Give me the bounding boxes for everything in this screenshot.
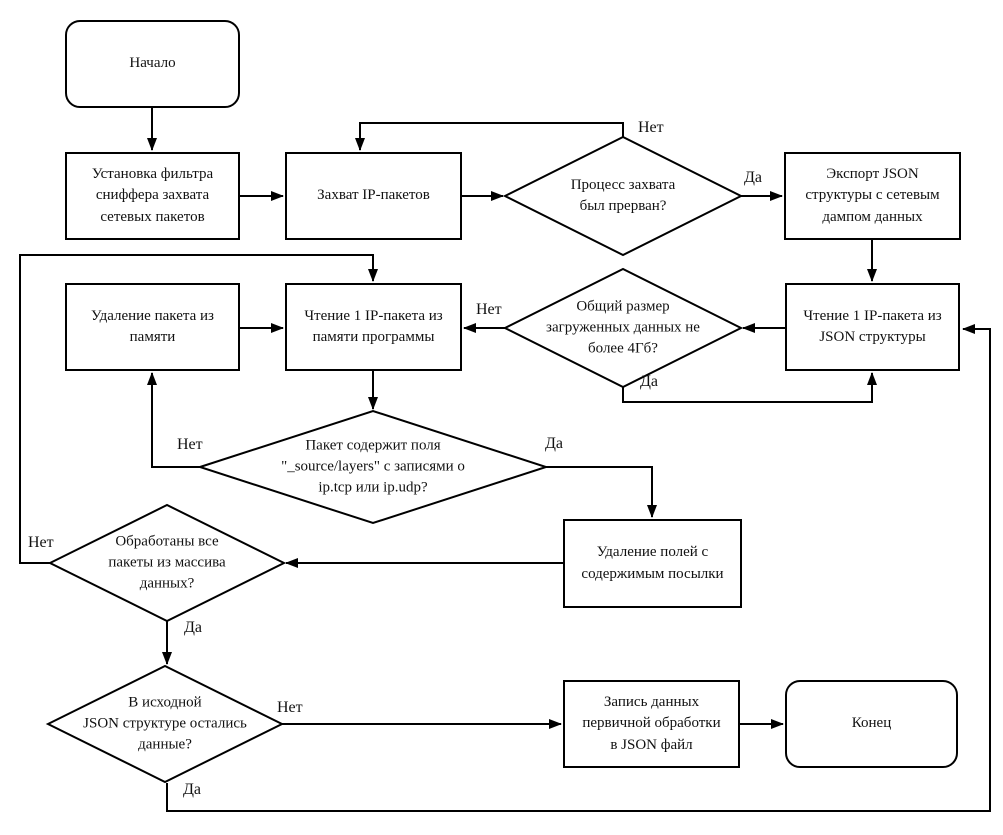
edge-interrupted-no-loop-to-capture	[355, 122, 624, 151]
edge-label-processed-no: Нет	[28, 534, 54, 551]
data-remaining-decision-shape	[45, 664, 285, 784]
start-terminator: Начало	[65, 20, 240, 108]
edge-label-size-yes: Да	[640, 373, 659, 390]
all-processed-decision-shape	[47, 503, 287, 623]
size-check-decision-shape	[502, 267, 744, 389]
write-json-process: Запись данных первичной обработки в JSON…	[563, 680, 740, 768]
capture-interrupted-decision: Процесс захвата был прерван?	[570, 177, 676, 214]
edge-label-interrupted-yes: Да	[744, 169, 763, 186]
edge-label-fields-no: Нет	[177, 436, 203, 453]
all-processed-decision: Обработаны все пакеты из массива данных?	[108, 533, 226, 592]
end-terminator: Конец	[785, 680, 958, 768]
edge-label-remaining-yes: Да	[183, 781, 202, 798]
edge-label-size-no: Нет	[476, 301, 502, 318]
edge-processed-no-loop-to-read-memory	[19, 254, 378, 564]
capture-packets-process: Захват IP-пакетов	[285, 152, 462, 240]
edge-fields-yes-to-delete-fields	[546, 466, 657, 518]
edge-fields-no-to-delete-packet	[147, 372, 200, 468]
read-json-packet-process: Чтение 1 IP-пакета из JSON структуры	[785, 283, 960, 371]
data-remaining-decision: В исходной JSON структуре остались данны…	[83, 694, 247, 753]
packet-fields-decision: Пакет содержит поля "_source/layers" с з…	[281, 437, 465, 496]
edge-label-processed-yes: Да	[184, 619, 203, 636]
export-json-process: Экспорт JSON структуры с сетевым дампом …	[784, 152, 961, 240]
edge-remaining-yes-loop-to-read-json	[166, 324, 991, 812]
delete-fields-process: Удаление полей с содержимым посылки	[563, 519, 742, 608]
setup-filter-process: Установка фильтра сниффера захвата сетев…	[65, 152, 240, 240]
capture-interrupted-decision-shape	[502, 135, 744, 257]
packet-fields-decision-shape	[196, 409, 550, 525]
edge-label-interrupted-no: Нет	[638, 119, 664, 136]
size-check-decision: Общий размер загруженных данных не более…	[546, 298, 700, 357]
read-memory-packet-process: Чтение 1 IP-пакета из памяти программы	[285, 283, 462, 371]
edge-label-remaining-no: Нет	[277, 699, 303, 716]
delete-packet-process: Удаление пакета из памяти	[65, 283, 240, 371]
edge-label-fields-yes: Да	[545, 435, 564, 452]
edge-size-yes-loop-to-read-json	[622, 372, 877, 403]
